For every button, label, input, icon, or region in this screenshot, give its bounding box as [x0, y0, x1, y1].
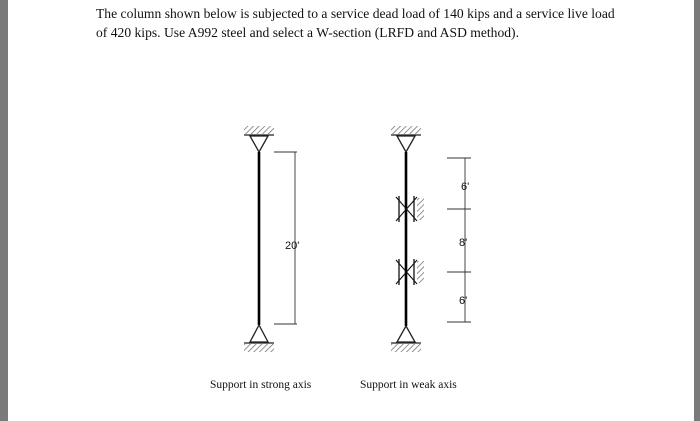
segment-middle-label: 8'	[459, 237, 467, 249]
top-pin-support	[395, 135, 417, 154]
strong-axis-caption: Support in strong axis	[210, 379, 312, 391]
top-support-hatch	[244, 126, 274, 134]
bottom-pin-support	[248, 323, 270, 343]
lower-lateral-brace	[395, 259, 424, 285]
problem-statement: The column shown below is subjected to a…	[96, 4, 656, 42]
problem-line-2: of 420 kips. Use A992 steel and select a…	[96, 25, 519, 40]
segment-bottom-label: 6'	[459, 295, 467, 307]
bottom-support-hatch	[244, 344, 274, 352]
upper-lateral-brace	[395, 196, 424, 222]
weak-axis-caption: Support in weak axis	[360, 379, 457, 391]
strong-axis-length-label: 20'	[285, 240, 299, 252]
segment-top-label: 6'	[461, 181, 469, 193]
document-page: The column shown below is subjected to a…	[8, 0, 694, 421]
page-edge-right	[694, 0, 700, 421]
weak-axis-column: 6' 8' 6'	[391, 126, 471, 352]
top-pin-support	[248, 135, 270, 154]
page-edge-left	[0, 0, 8, 421]
top-support-hatch	[391, 126, 421, 134]
bottom-pin-support	[395, 324, 417, 343]
strong-axis-column: 20'	[244, 126, 299, 352]
bottom-support-hatch	[391, 344, 421, 352]
problem-line-1: The column shown below is subjected to a…	[96, 6, 615, 21]
